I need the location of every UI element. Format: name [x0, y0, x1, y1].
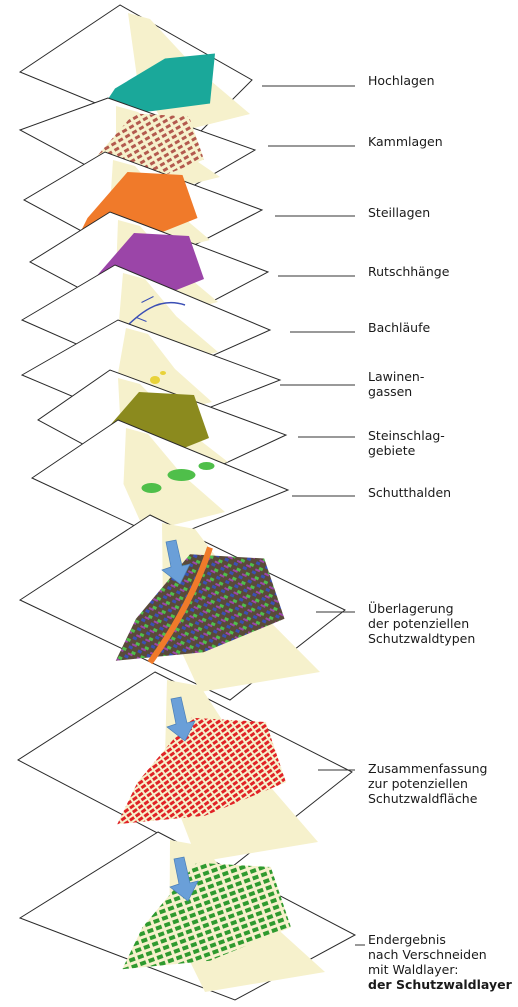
label-ueberlagerung: Überlagerung der potenziellen Schutzwald… — [368, 601, 475, 646]
label-steillagen: Steillagen — [368, 205, 430, 220]
layer-plane-zusammenfassung — [18, 672, 352, 870]
label-bachlaeufe: Bachläufe — [368, 320, 430, 335]
label-kammlagen: Kammlagen — [368, 134, 443, 149]
label-endergebnis: Endergebnis nach Verschneiden mit Waldla… — [368, 932, 512, 992]
label-zusammenfassung: Zusammenfassung zur potenziellen Schutzw… — [368, 761, 488, 806]
label-rutschhaenge: Rutschhänge — [368, 264, 449, 279]
layer-plane-ueberlagerung — [20, 515, 345, 700]
label-schutthalden: Schutthalden — [368, 485, 451, 500]
label-hochlagen: Hochlagen — [368, 73, 435, 88]
layer-plane-endergebnis — [20, 832, 355, 1000]
label-lawinengassen: Lawinen- gassen — [368, 369, 424, 399]
label-steinschlaggebiete: Steinschlag- gebiete — [368, 428, 445, 458]
